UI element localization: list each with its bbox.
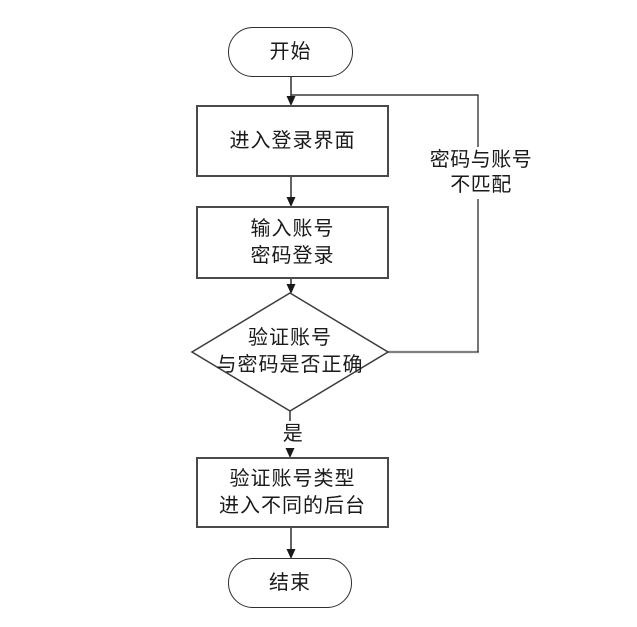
edge-label-yes: 是: [278, 421, 308, 448]
arrowhead-input-credentials: [286, 197, 296, 207]
node-enter-login-label: 进入登录界面: [229, 129, 356, 152]
node-verify-account-type-label: 验证账号类型 进入不同的后台: [219, 467, 366, 517]
node-verify-credentials: 验证账号 与密码是否正确: [192, 296, 388, 408]
node-enter-login: 进入登录界面: [196, 105, 389, 177]
node-verify-account-type: 验证账号类型 进入不同的后台: [196, 457, 389, 528]
node-end: 结束: [228, 558, 352, 608]
node-input-credentials: 输入账号 密码登录: [196, 206, 389, 279]
arrowhead-end: [286, 549, 296, 559]
node-start: 开始: [228, 27, 353, 77]
edge-label-mismatch: 密码与账号 不匹配: [426, 147, 536, 199]
node-input-credentials-label: 输入账号 密码登录: [250, 217, 335, 267]
node-verify-credentials-label: 验证账号 与密码是否正确: [216, 327, 364, 376]
node-start-label: 开始: [269, 40, 312, 63]
node-end-label: 结束: [269, 571, 311, 594]
arrowhead-verify-type: [285, 448, 295, 458]
arrowhead-enter-login: [286, 96, 296, 106]
arrowhead-decision: [286, 284, 296, 294]
